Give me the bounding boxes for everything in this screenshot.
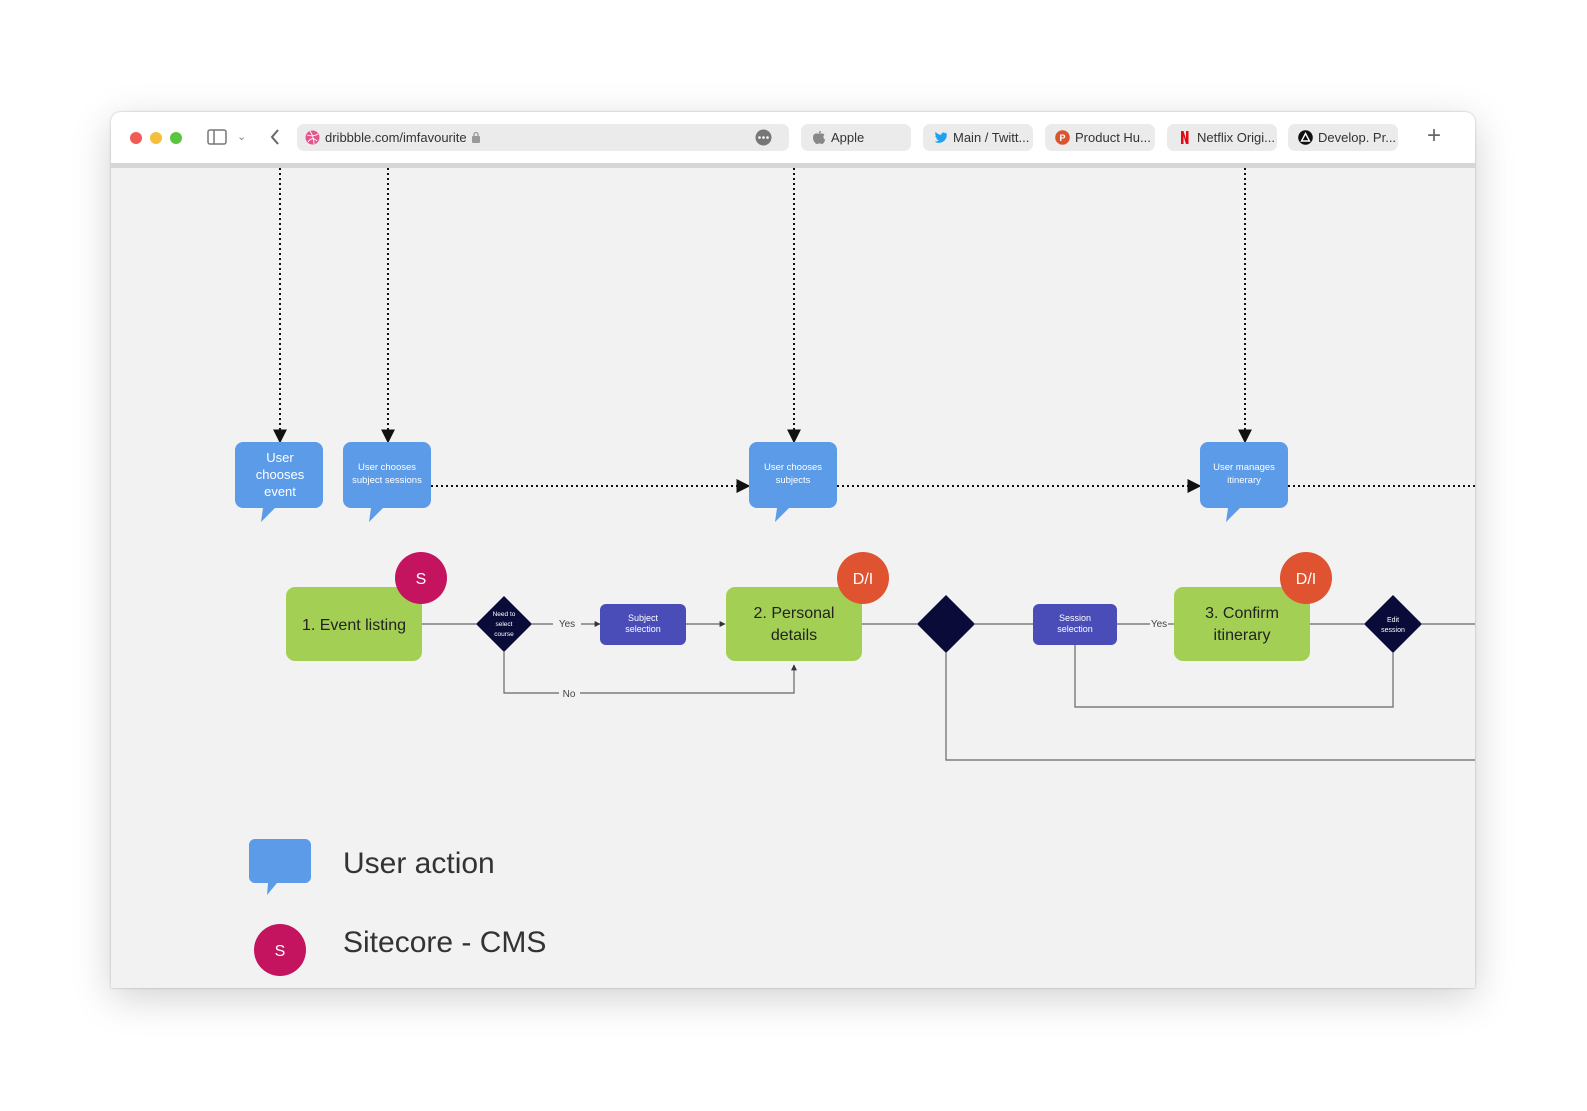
tab-label: Develop. Pr...: [1318, 130, 1397, 145]
step-box: 1. Event listing: [286, 587, 422, 661]
legend-cms-badge: S: [254, 924, 306, 976]
tab-label: Main / Twitt...: [953, 130, 1030, 145]
tab-apple[interactable]: Apple: [801, 124, 911, 151]
svg-text:P: P: [1059, 133, 1065, 143]
dribbble-icon: [305, 130, 320, 145]
svg-text:S: S: [416, 571, 427, 588]
more-options-icon[interactable]: [755, 129, 772, 146]
url-text: dribbble.com/imfavourite: [325, 130, 467, 145]
tab-twitter[interactable]: Main / Twitt...: [923, 124, 1033, 151]
tab-label: Product Hu...: [1075, 130, 1151, 145]
cms-badge: S: [395, 552, 447, 604]
di-badge: D/I: [837, 552, 889, 604]
edge-label: Yes: [559, 619, 575, 630]
decision-diamond: [917, 595, 975, 653]
browser-toolbar: ⌄ dribbble.com/imfavourite: [111, 112, 1475, 168]
tab-label: Apple: [831, 130, 865, 145]
di-badge: D/I: [1280, 552, 1332, 604]
legend-user-action-icon: [249, 839, 311, 895]
browser-window: ⌄ dribbble.com/imfavourite: [111, 112, 1475, 988]
sidebar-toggle-icon[interactable]: [207, 129, 227, 145]
minimize-window-button[interactable]: [150, 132, 162, 144]
twitter-icon: [934, 132, 948, 143]
legend-user-action-label: User action: [343, 847, 495, 880]
close-window-button[interactable]: [130, 132, 142, 144]
product-hunt-icon: P: [1055, 130, 1070, 145]
back-arrow-icon[interactable]: [269, 125, 281, 149]
maximize-window-button[interactable]: [170, 132, 182, 144]
svg-text:1. Event listing: 1. Event listing: [302, 617, 406, 634]
svg-text:S: S: [275, 943, 286, 960]
svg-text:D/I: D/I: [1296, 571, 1316, 588]
tab-product-hunt[interactable]: P Product Hu...: [1045, 124, 1155, 151]
address-bar[interactable]: dribbble.com/imfavourite: [297, 124, 789, 151]
netflix-icon: [1181, 131, 1189, 144]
lock-icon: [472, 131, 480, 143]
svg-text:D/I: D/I: [853, 571, 873, 588]
triangle-icon: [1298, 130, 1313, 145]
chevron-down-icon[interactable]: ⌄: [237, 131, 247, 143]
tab-label: Netflix Origi...: [1197, 130, 1276, 145]
apple-icon: [813, 131, 825, 144]
legend-cms-label: Sitecore - CMS: [343, 926, 547, 959]
edge-label: Yes: [1151, 619, 1167, 630]
tab-netflix[interactable]: Netflix Origi...: [1167, 124, 1277, 151]
tab-develop[interactable]: Develop. Pr...: [1288, 124, 1398, 151]
new-tab-button[interactable]: +: [1427, 122, 1442, 149]
edge-label: No: [563, 689, 576, 700]
